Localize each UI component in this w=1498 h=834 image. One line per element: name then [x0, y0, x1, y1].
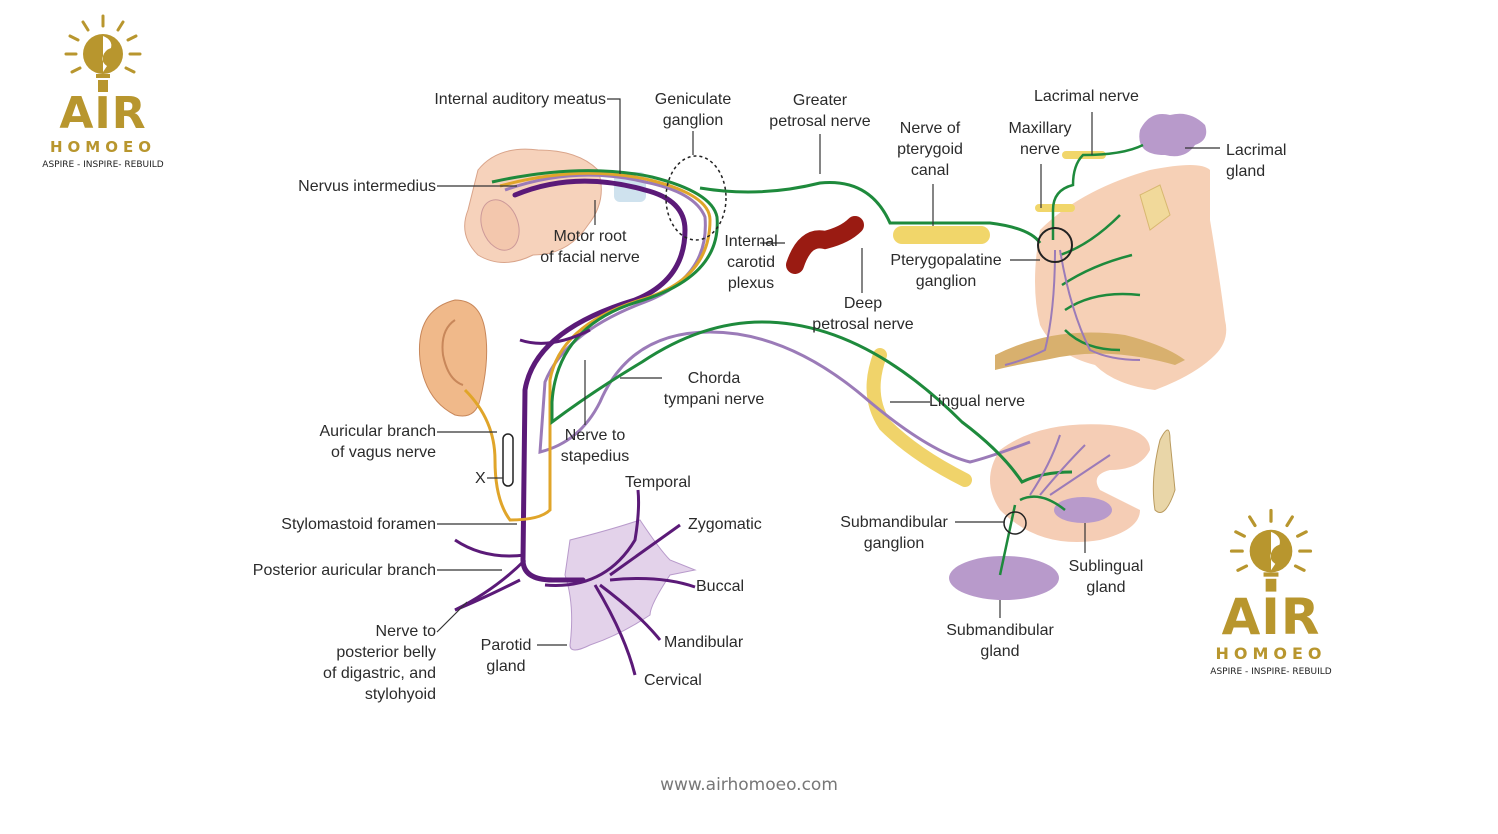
parasympathetic-nerve-path — [491, 169, 1073, 484]
label-maxillary-nerve: Maxillary nerve — [1008, 120, 1072, 158]
footer-website-url: www.airhomoeo.com — [660, 775, 838, 795]
label-temporal: Temporal — [625, 474, 691, 491]
label-deep-petrosal-nerve: Deep petrosal nerve — [812, 295, 914, 333]
label-sublingual-gland: Sublingual gland — [1068, 558, 1144, 596]
tongue-mandible — [990, 424, 1150, 542]
brand-subname: HOMOEO — [50, 138, 156, 156]
label-buccal: Buccal — [696, 578, 745, 595]
label-nerve-to-stapedius: Nerve to stapedius — [560, 427, 630, 465]
geniculate-ganglion-outline — [665, 155, 727, 241]
label-motor-root: Motor root of facial nerve — [540, 228, 640, 266]
tooth — [1152, 429, 1176, 513]
submandibular-gland — [949, 556, 1059, 600]
label-lacrimal-gland: Lacrimal gland — [1226, 142, 1287, 180]
lightbulb-sun-icon — [1229, 508, 1313, 592]
face-nose — [1035, 165, 1227, 390]
label-cervical: Cervical — [644, 672, 702, 689]
internal-carotid-artery — [786, 216, 864, 274]
brand-logo-top-left: AIR HOMOEO ASPIRE - INSPIRE- REBUILD — [28, 14, 178, 170]
brand-tagline: ASPIRE - INSPIRE- REBUILD — [42, 160, 164, 170]
label-nerve-to-posterior-belly: Nerve to posterior belly of digastric, a… — [323, 623, 436, 703]
pterygoid-canal-cylinder — [893, 226, 990, 244]
label-zygomatic: Zygomatic — [688, 516, 762, 533]
sensory-nerve-path — [504, 173, 1031, 464]
label-posterior-auricular-branch: Posterior auricular branch — [252, 562, 436, 579]
label-mandibular: Mandibular — [664, 634, 744, 651]
brand-tagline: ASPIRE - INSPIRE- REBUILD — [1210, 667, 1332, 677]
label-lacrimal-nerve: Lacrimal nerve — [1034, 88, 1139, 105]
label-pterygopalatine-ganglion: Pterygopalatine ganglion — [890, 252, 1002, 290]
label-stylomastoid-foramen: Stylomastoid foramen — [281, 516, 436, 533]
lacrimal-gland — [1139, 113, 1207, 157]
label-auricular-branch-vagus: Auricular branch of vagus nerve — [319, 423, 437, 461]
label-x: X — [475, 470, 486, 487]
label-geniculate-ganglion: Geniculate ganglion — [654, 91, 732, 129]
label-lingual-nerve: Lingual nerve — [929, 393, 1026, 410]
brand-name: AIR — [59, 88, 147, 139]
lingual-nerve — [866, 348, 972, 487]
pterygopalatine-ganglion-circle — [1037, 227, 1073, 263]
parotid-gland — [564, 519, 697, 651]
label-parotid-gland: Parotid gland — [480, 637, 532, 675]
label-internal-auditory-meatus: Internal auditory meatus — [434, 91, 606, 108]
label-submandibular-ganglion: Submandibular ganglion — [840, 514, 948, 552]
label-nerve-of-pterygoid-canal: Nerve of pterygoid canal — [897, 120, 963, 179]
sublingual-gland — [1054, 497, 1112, 523]
submandibular-ganglion-circle — [1003, 511, 1027, 535]
brand-logo-bottom-right: AIR HOMOEO ASPIRE - INSPIRE- REBUILD — [1186, 508, 1356, 677]
brand-name: AIR — [1221, 588, 1321, 646]
hard-palate — [995, 332, 1185, 370]
label-internal-carotid-plexus: Internal carotid plexus — [724, 233, 778, 292]
label-submandibular-gland: Submandibular gland — [946, 622, 1054, 660]
lightbulb-sun-icon — [64, 14, 142, 92]
brand-subname: HOMOEO — [1215, 644, 1327, 663]
label-greater-petrosal-nerve: Greater petrosal nerve — [769, 92, 871, 130]
ear — [418, 299, 488, 417]
label-nervus-intermedius: Nervus intermedius — [298, 178, 436, 195]
label-chorda-tympani: Chorda tympani nerve — [663, 370, 765, 408]
x-marker — [502, 433, 514, 487]
